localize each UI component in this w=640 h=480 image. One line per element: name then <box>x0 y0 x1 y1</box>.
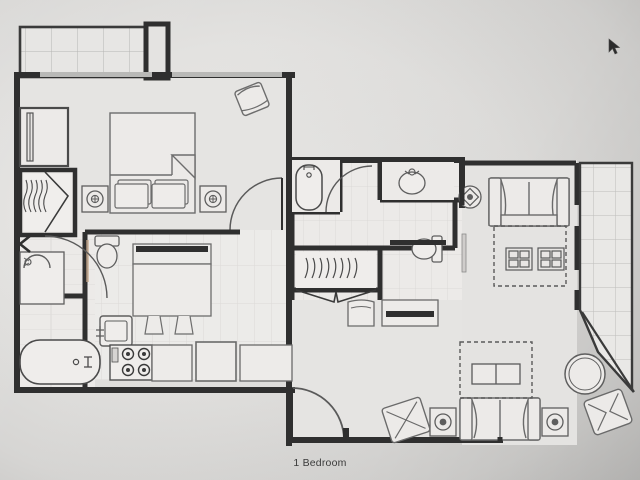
bathtub-right <box>295 164 323 211</box>
bedroom-door <box>229 177 283 231</box>
balcony-right <box>578 161 635 394</box>
rug-top <box>493 225 567 287</box>
counter-1 <box>151 344 193 382</box>
coffee-table-bottom <box>471 363 521 385</box>
mouse-pointer-icon <box>608 38 621 55</box>
wardrobe-closet <box>18 106 70 168</box>
armchair-lr <box>381 396 431 444</box>
barstool-2 <box>174 315 194 335</box>
sofa-bottom <box>459 397 541 441</box>
rug-bottom <box>459 341 533 399</box>
island <box>132 243 212 335</box>
range <box>109 344 153 381</box>
vanity-left <box>19 251 65 305</box>
room-second-bath <box>289 160 467 327</box>
end-table-2 <box>429 407 457 437</box>
toilet-left <box>94 235 120 269</box>
mirror <box>461 233 467 273</box>
coffee-table-top <box>505 247 565 271</box>
bathtub-left <box>19 339 101 385</box>
room-master-bath <box>17 232 120 390</box>
console-table <box>381 299 439 327</box>
counter-2 <box>195 341 237 382</box>
plan-caption: 1 Bedroom <box>293 457 347 469</box>
direction-arrow-icon <box>17 234 31 254</box>
room-living-room <box>381 160 633 444</box>
vanity-right <box>398 168 426 195</box>
windows <box>40 72 282 77</box>
hall-closet <box>295 252 377 304</box>
counter-3 <box>239 344 293 382</box>
entry-door <box>291 387 349 442</box>
end-table-3 <box>541 407 569 437</box>
wall-stubs <box>459 160 503 443</box>
bed <box>109 112 196 214</box>
closet-bifold-left <box>17 167 78 238</box>
bedroom-chair <box>234 81 270 117</box>
armchair-corner <box>583 388 633 436</box>
barstool-1 <box>144 315 164 335</box>
round-table <box>564 353 606 395</box>
sofa-top <box>488 177 570 227</box>
balcony-left <box>18 21 171 81</box>
nightstand-right <box>199 185 227 213</box>
towel-bar-2 <box>390 240 446 245</box>
towel-bar <box>86 240 89 282</box>
nightstand-left <box>81 185 109 213</box>
room-bedroom <box>17 81 283 238</box>
kitchen-sink <box>96 315 133 347</box>
hall-chair <box>347 299 375 327</box>
room-kitchen <box>96 243 293 382</box>
bath-door-right <box>325 165 373 213</box>
bath-door-left <box>44 235 108 299</box>
